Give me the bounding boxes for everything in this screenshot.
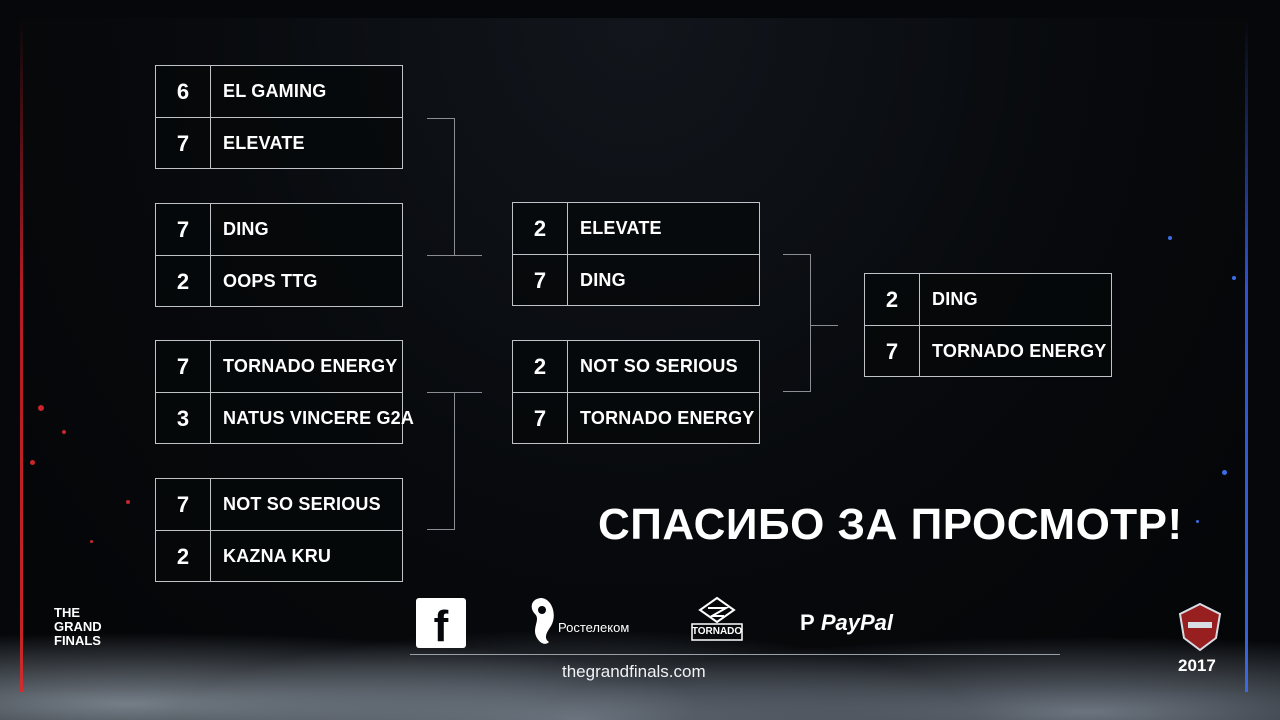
match-row-top: 7 NOT SO SERIOUS	[156, 479, 402, 531]
team-name: DING	[223, 219, 269, 239]
rostelecom-logo-text: Ростелеком	[558, 620, 630, 635]
match-row-top: 2 NOT SO SERIOUS	[513, 341, 759, 393]
facebook-icon: f	[416, 598, 466, 648]
blue-splatter	[1196, 520, 1199, 523]
quarterfinal-match-3: 7 TORNADO ENERGY 3 NATUS VINCERE G2A	[155, 340, 414, 444]
grand-finals-logo-line: FINALS	[54, 633, 101, 648]
match-row-top: 6 EL GAMING	[156, 66, 402, 118]
team-score: 7	[156, 118, 211, 169]
blue-splatter	[1232, 276, 1236, 280]
match-row-bottom: 2 KAZNA KRU	[156, 531, 402, 582]
final-match: 2 DING 7 TORNADO ENERGY	[864, 273, 1112, 377]
team-name: ELEVATE	[223, 133, 305, 153]
match-row-top: 2 DING	[865, 274, 1111, 326]
team-score: 3	[156, 393, 211, 444]
match-row-top: 2 ELEVATE	[513, 203, 759, 255]
semifinal-match-1: 2 ELEVATE 7 DING	[512, 202, 760, 306]
team-score: 7	[156, 204, 211, 255]
team-name: TORNADO ENERGY	[932, 341, 1107, 361]
team-score: 2	[865, 274, 920, 325]
red-splatter	[30, 460, 35, 465]
blue-splatter	[1222, 470, 1227, 475]
blue-splatter	[1168, 236, 1172, 240]
team-name: TORNADO ENERGY	[223, 356, 398, 376]
team-score: 7	[513, 393, 568, 444]
grand-finals-logo-line: GRAND	[54, 619, 102, 634]
quarterfinal-match-4: 7 NOT SO SERIOUS 2 KAZNA KRU	[155, 478, 403, 582]
team-name: KAZNA KRU	[223, 546, 332, 566]
team-score: 2	[513, 341, 568, 392]
event-year: 2017	[1178, 656, 1216, 675]
bracket-connector	[454, 392, 455, 529]
team-name: OOPS TTG	[223, 271, 318, 291]
paypal-logo-text: PayPal	[820, 610, 893, 635]
team-name: DING	[580, 270, 626, 290]
team-score: 7	[513, 255, 568, 306]
quarterfinal-match-1: 6 EL GAMING 7 ELEVATE	[155, 65, 403, 169]
bracket-connector	[454, 118, 455, 255]
paypal-icon: P	[800, 610, 815, 635]
match-row-top: 7 DING	[156, 204, 402, 256]
tornado-logo-icon	[691, 596, 743, 641]
red-splatter	[90, 540, 93, 543]
bracket-connector	[427, 529, 455, 530]
quarterfinal-match-2: 7 DING 2 OOPS TTG	[155, 203, 403, 307]
tornado-logo-text: TORNADO	[691, 626, 743, 637]
team-score: 6	[156, 66, 211, 117]
team-name: NOT SO SERIOUS	[580, 356, 738, 376]
grand-finals-logo: THE GRAND FINALS	[54, 606, 102, 648]
team-name: DING	[932, 289, 978, 309]
thanks-message: СПАСИБО ЗА ПРОСМОТР!	[598, 500, 1183, 549]
match-row-bottom: 7 TORNADO ENERGY	[865, 326, 1111, 377]
match-row-bottom: 3 NATUS VINCERE G2A	[156, 393, 414, 444]
team-score: 2	[156, 256, 211, 307]
semifinal-match-2: 2 NOT SO SERIOUS 7 TORNADO ENERGY	[512, 340, 760, 444]
red-splatter	[38, 405, 44, 411]
grand-finals-logo-line: THE	[54, 605, 80, 620]
team-score: 7	[865, 326, 920, 377]
website-url: thegrandfinals.com	[562, 662, 706, 681]
footer-divider	[410, 654, 1060, 655]
bracket-connector	[427, 255, 482, 256]
team-score: 2	[156, 531, 211, 582]
rostelecom-logo-icon	[531, 598, 554, 644]
match-row-top: 7 TORNADO ENERGY	[156, 341, 402, 393]
bracket-connector	[810, 254, 811, 391]
team-score: 7	[156, 341, 211, 392]
bracket-connector	[783, 391, 811, 392]
bracket-connector	[810, 325, 838, 326]
bracket-connector	[427, 118, 455, 119]
match-row-bottom: 7 DING	[513, 255, 759, 306]
team-score: 2	[513, 203, 568, 254]
blue-edge-accent	[1245, 18, 1248, 692]
stadium-lights	[0, 560, 1280, 720]
bracket-connector	[783, 254, 811, 255]
team-name: TORNADO ENERGY	[580, 408, 755, 428]
team-name: NATUS VINCERE G2A	[223, 408, 415, 428]
team-name: NOT SO SERIOUS	[223, 494, 381, 514]
red-splatter	[62, 430, 66, 434]
red-edge-accent	[20, 18, 23, 692]
match-row-bottom: 7 TORNADO ENERGY	[513, 393, 759, 444]
paypal-logo: P PayPal	[800, 610, 893, 636]
red-splatter	[126, 500, 130, 504]
match-row-bottom: 2 OOPS TTG	[156, 256, 402, 307]
team-name: ELEVATE	[580, 218, 662, 238]
team-name: EL GAMING	[223, 81, 327, 101]
team-score: 7	[156, 479, 211, 530]
wargaming-league-badge-icon	[1178, 602, 1222, 652]
match-row-bottom: 7 ELEVATE	[156, 118, 402, 169]
